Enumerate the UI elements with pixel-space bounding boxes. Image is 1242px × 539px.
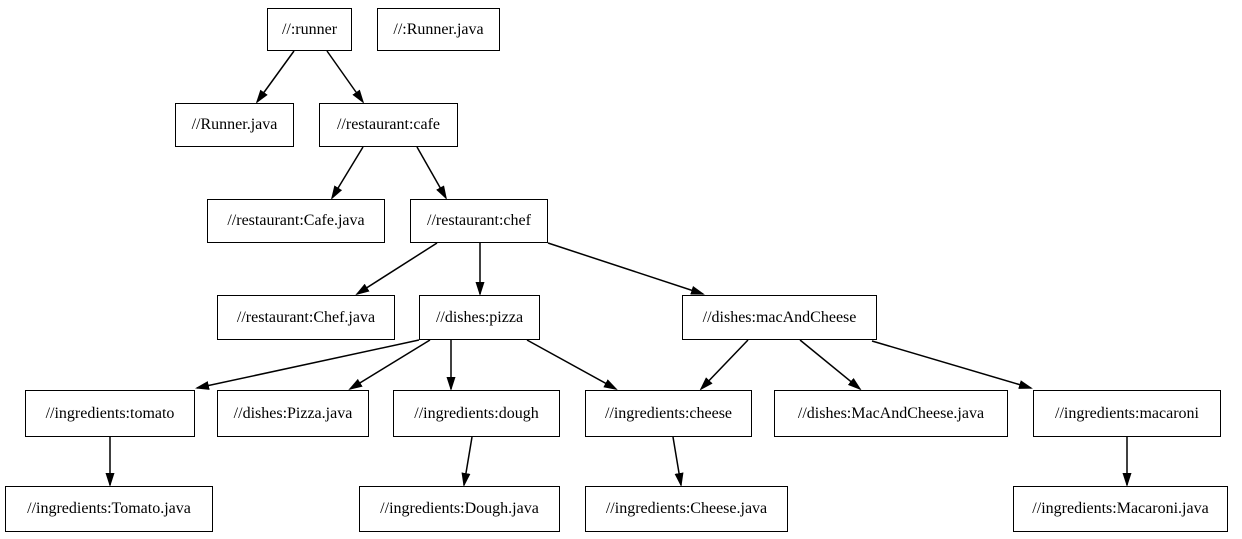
graph-node-mac-and-cheese-java: //dishes:MacAndCheese.java <box>774 390 1008 437</box>
node-label: //restaurant:Cafe.java <box>227 212 365 229</box>
edge-pizza-to-tomato <box>195 339 420 390</box>
edge-cafe-to-chef <box>416 146 447 200</box>
node-label: //ingredients:macaroni <box>1055 404 1199 422</box>
graph-node-cheese-java: //ingredients:Cheese.java <box>585 486 788 532</box>
edge-cheese-to-cheese-java <box>672 436 684 487</box>
graph-node-mac-and-cheese: //dishes:macAndCheese <box>682 295 877 340</box>
node-label: //ingredients:tomato <box>45 404 175 422</box>
graph-node-cheese: //ingredients:cheese <box>585 390 752 437</box>
graph-node-root-runner-java: //:Runner.java <box>377 8 500 51</box>
node-label: //dishes:MacAndCheese.java <box>797 404 985 422</box>
node-label: //dishes:Pizza.java <box>233 404 353 422</box>
graph-node-pizza: //dishes:pizza <box>419 295 540 340</box>
node-label: //ingredients:Dough.java <box>380 500 539 517</box>
node-label: //:runner <box>281 20 338 38</box>
edge-cafe-to-cafe-java <box>330 146 364 200</box>
edge-mac-and-cheese-to-cheese <box>699 339 749 391</box>
graph-node-macaroni-java: //ingredients:Macaroni.java <box>1013 486 1228 532</box>
node-label: //ingredients:dough <box>414 404 539 422</box>
graph-node-runner-java: //Runner.java <box>175 103 294 147</box>
graph-node-macaroni: //ingredients:macaroni <box>1033 390 1221 437</box>
node-label: //ingredients:Cheese.java <box>605 500 768 517</box>
edge-pizza-to-pizza-java <box>348 339 431 391</box>
edge-pizza-to-cheese <box>526 339 618 390</box>
graph-node-chef: //restaurant:chef <box>410 199 548 243</box>
edge-chef-to-chef-java <box>355 242 438 296</box>
node-label: //ingredients:Tomato.java <box>27 500 191 517</box>
edge-mac-and-cheese-to-macaroni <box>871 340 1033 389</box>
graph-node-pizza-java: //dishes:Pizza.java <box>217 390 369 437</box>
node-label: //:Runner.java <box>393 20 484 38</box>
node-label: //restaurant:cafe <box>336 116 441 133</box>
graph-node-tomato-java: //ingredients:Tomato.java <box>5 486 213 532</box>
graph-node-chef-java: //restaurant:Chef.java <box>217 295 395 340</box>
node-label: //restaurant:chef <box>427 212 531 229</box>
edges-group <box>105 50 1132 487</box>
edge-runner-to-runner-java <box>255 50 295 104</box>
graph-node-cafe: //restaurant:cafe <box>319 103 458 147</box>
node-label: //ingredients:cheese <box>604 404 733 422</box>
graph-node-runner: //:runner <box>267 8 352 51</box>
node-label: //ingredients:Macaroni.java <box>1032 500 1209 517</box>
edge-dough-to-dough-java <box>461 436 473 487</box>
node-label: //Runner.java <box>191 116 278 133</box>
edge-chef-to-mac-and-cheese <box>547 242 705 295</box>
node-label: //restaurant:Chef.java <box>236 308 376 326</box>
graph-node-dough-java: //ingredients:Dough.java <box>359 486 560 532</box>
node-label: //dishes:macAndCheese <box>702 308 857 326</box>
graph-node-dough: //ingredients:dough <box>393 390 560 437</box>
edge-runner-to-cafe <box>326 50 365 104</box>
graph-node-cafe-java: //restaurant:Cafe.java <box>207 199 385 243</box>
node-label: //dishes:pizza <box>435 308 524 326</box>
edge-mac-and-cheese-to-mac-and-cheese-java <box>799 339 862 391</box>
graph-node-tomato: //ingredients:tomato <box>25 390 195 437</box>
